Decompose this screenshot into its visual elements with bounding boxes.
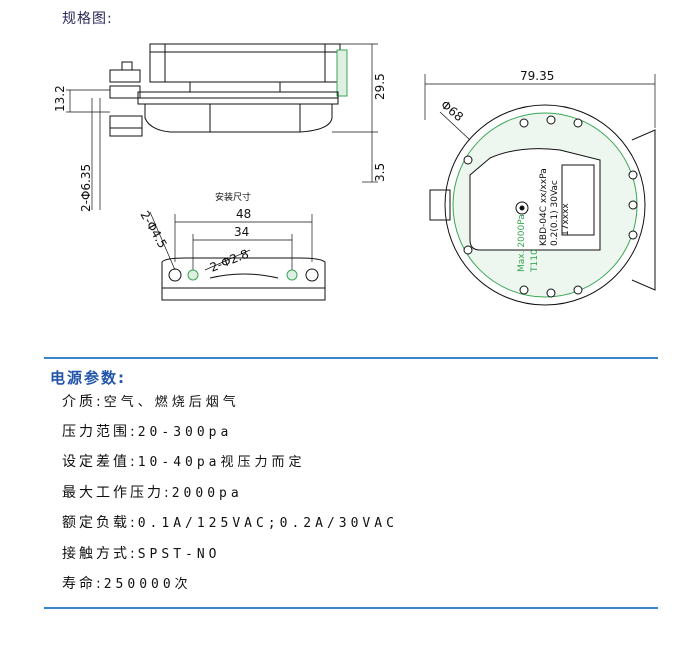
part-label-line1: KBD-04C xx/xxPa (539, 168, 549, 246)
part-label-line5: T110 (530, 249, 540, 273)
param-label: 接触方式: (62, 546, 138, 562)
front-view (424, 74, 656, 306)
param-label: 最大工作压力: (62, 485, 172, 501)
param-lifetime: 寿命:250000次 (62, 573, 192, 593)
param-differential: 设定差值:10-40pa视压力而定 (62, 451, 306, 471)
side-view (66, 43, 378, 210)
param-max-pressure: 最大工作压力:2000pa (62, 482, 243, 502)
divider-top (44, 357, 658, 359)
dim-13-2: 13.2 (53, 85, 67, 112)
param-label: 寿命: (62, 576, 104, 592)
part-label-line2: 0.2(0.1) 30Vac (550, 180, 560, 246)
param-rated-load: 额定负载:0.1A/125VAC;0.2A/30VAC (62, 512, 398, 532)
dim-hole-4-5: 2-Φ4.5 (137, 209, 169, 251)
dim-3-5: 3.5 (373, 163, 387, 182)
mount-title: 安装尺寸 (215, 191, 251, 203)
dim-dia-68: Φ68 (438, 98, 466, 125)
param-value: SPST-NO (137, 547, 221, 562)
dim-hole-2-8: 2-Φ2.8 (208, 247, 251, 275)
part-label-line3: 17xxxx (561, 203, 571, 236)
dim-34: 34 (234, 225, 249, 239)
dim-79-35: 79.35 (520, 69, 554, 83)
part-label: KBD-04C xx/xxPa 0.2(0.1) 30Vac 17xxxx Ma… (517, 168, 571, 273)
param-label: 压力范围: (62, 424, 138, 440)
section-title-power-params: 电源参数: (50, 369, 126, 387)
param-value: 空气、燃烧后烟气 (103, 395, 240, 410)
param-value: 0.1A/125VAC;0.2A/30VAC (137, 516, 398, 531)
divider-bottom (44, 607, 658, 609)
param-value: 10-40pa视压力而定 (137, 455, 306, 470)
param-value: 250000次 (103, 577, 192, 592)
param-label: 额定负载: (62, 515, 138, 531)
param-label: 设定差值: (62, 454, 138, 470)
param-contact-type: 接触方式:SPST-NO (62, 543, 221, 563)
param-label: 介质: (62, 394, 104, 410)
param-value: 20-300pa (137, 425, 233, 440)
dim-terminal: 2-Φ6.35 (79, 164, 93, 212)
dim-29-5: 29.5 (373, 73, 387, 100)
mount-view (149, 211, 326, 301)
dim-48: 48 (236, 207, 251, 221)
param-value: 2000pa (171, 486, 243, 501)
param-medium: 介质:空气、燃烧后烟气 (62, 391, 240, 411)
spec-title: 规格图: (62, 11, 113, 27)
param-pressure-range: 压力范围:20-300pa (62, 421, 232, 441)
specification-drawing: 29.5 3.5 13.2 2-Φ6.35 安装尺寸 48 34 2-Φ4.5 … (53, 43, 656, 306)
part-label-line4: Max. 2000Pa (517, 214, 527, 272)
